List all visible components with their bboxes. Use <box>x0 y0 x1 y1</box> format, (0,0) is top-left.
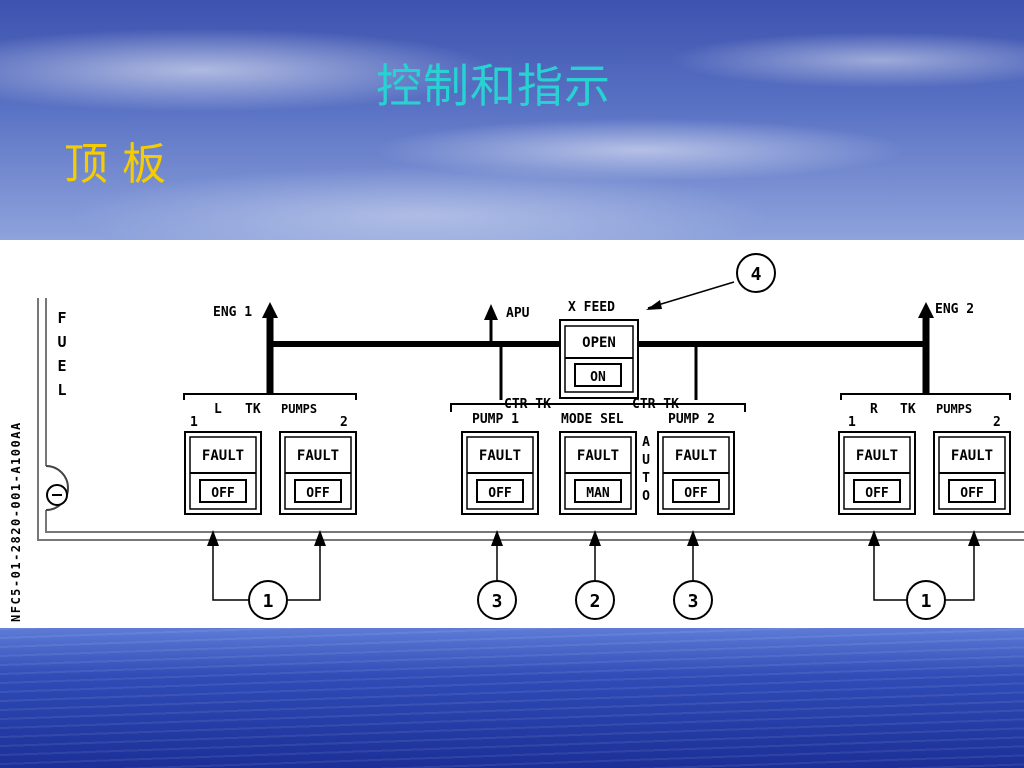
sky-background <box>0 0 1024 240</box>
fuel-letter-e: E <box>57 357 66 375</box>
callout-1-left-leaders <box>212 546 321 601</box>
r-pump-1-number: 1 <box>848 415 856 430</box>
callout-4-arrow-icon <box>646 300 662 310</box>
callout-1-right-leaders <box>873 546 975 601</box>
eng1-label: ENG 1 <box>213 305 252 320</box>
off-legend: OFF <box>488 486 512 501</box>
ctr-tk-pump-1-button[interactable]: FAULT OFF <box>461 431 539 515</box>
apu-label: APU <box>506 306 530 321</box>
pump2-label: PUMP 2 <box>668 412 715 427</box>
r-pump-2-number: 2 <box>993 415 1001 430</box>
r-tk-pumps-bracket <box>840 393 1011 400</box>
callout-1-right-label: 1 <box>921 591 932 612</box>
xfeed-label: X FEED <box>568 300 615 315</box>
fuel-panel-svg: NFC5-01-2820-001-A100AA F U E L ENG 1 EN… <box>9 253 1024 622</box>
panel-frame-curve <box>45 465 69 511</box>
callout-1-left: 1 <box>248 580 288 620</box>
callout-1-right: 1 <box>906 580 946 620</box>
sea-background <box>0 628 1024 768</box>
l-tk-tk-label: TK <box>245 402 261 417</box>
slide-subtitle: 顶 板 <box>64 139 166 190</box>
off-legend: OFF <box>865 486 889 501</box>
auto-letter-u: U <box>642 453 650 468</box>
l-pump-1-number: 1 <box>190 415 198 430</box>
callout-4 <box>736 253 776 293</box>
r-tk-pump-1-button[interactable]: FAULT OFF <box>838 431 916 515</box>
fuel-panel-diagram: NFC5-01-2820-001-A100AA F U E L ENG 1 EN… <box>0 240 1024 628</box>
fault-legend: FAULT <box>856 448 898 464</box>
man-legend: MAN <box>586 486 610 501</box>
callout-arrows <box>207 530 980 546</box>
eng2-arrow-icon <box>918 302 934 318</box>
off-legend: OFF <box>960 486 984 501</box>
callout-2-label: 2 <box>590 591 601 612</box>
callout-3-right-label: 3 <box>688 591 699 612</box>
ctr-tk-left-label: CTR TK <box>504 397 551 412</box>
r-tk-pumps-label: PUMPS <box>936 402 972 416</box>
fuel-letter-l: L <box>57 381 66 399</box>
l-tk-pump-2-button[interactable]: FAULT OFF <box>279 431 357 515</box>
auto-letter-a: A <box>642 435 650 450</box>
xfeed-button[interactable]: OPEN ON <box>559 319 639 399</box>
ctr-tk-bracket <box>450 403 746 412</box>
ctr-tk-right-label: CTR TK <box>632 397 679 412</box>
off-legend: OFF <box>306 486 330 501</box>
callout-3-right: 3 <box>673 580 713 620</box>
fault-legend: FAULT <box>951 448 993 464</box>
xfeed-open-legend: OPEN <box>582 335 616 351</box>
l-tk-pump-1-button[interactable]: FAULT OFF <box>184 431 262 515</box>
callout-3-left-label: 3 <box>492 591 503 612</box>
ctr-tk-pump-2-button[interactable]: FAULT OFF <box>657 431 735 515</box>
fuel-letter-f: F <box>57 309 66 327</box>
l-pump-2-number: 2 <box>340 415 348 430</box>
r-tk-tk-label: TK <box>900 402 916 417</box>
fault-legend: FAULT <box>479 448 521 464</box>
pump1-label: PUMP 1 <box>472 412 519 427</box>
l-tk-pumps-bracket <box>183 393 357 400</box>
r-tk-label: R <box>870 402 878 417</box>
slide-title: 控制和指示 <box>376 59 611 113</box>
auto-letter-o: O <box>642 489 650 504</box>
off-legend: OFF <box>684 486 708 501</box>
eng1-arrow-icon <box>262 302 278 318</box>
callout-1-left-label: 1 <box>263 591 274 612</box>
fuel-letter-u: U <box>57 333 66 351</box>
callout-4-label: 4 <box>751 264 762 285</box>
l-tk-pumps-label: PUMPS <box>281 402 317 416</box>
fault-legend: FAULT <box>202 448 244 464</box>
mode-sel-label: MODE SEL <box>561 412 624 427</box>
ctr-tk-mode-sel-button[interactable]: FAULT MAN <box>559 431 637 515</box>
callout-2: 2 <box>575 580 615 620</box>
apu-arrow-icon <box>484 304 498 320</box>
l-tk-label: L <box>214 402 222 417</box>
callout-4-leader <box>647 281 735 309</box>
doc-code: NFC5-01-2820-001-A100AA <box>9 421 23 622</box>
r-tk-pump-2-button[interactable]: FAULT OFF <box>933 431 1011 515</box>
auto-letter-t: T <box>642 471 650 486</box>
fault-legend: FAULT <box>675 448 717 464</box>
fault-legend: FAULT <box>577 448 619 464</box>
callout-3-left: 3 <box>477 580 517 620</box>
off-legend: OFF <box>211 486 235 501</box>
fault-legend: FAULT <box>297 448 339 464</box>
panel-frame-inner <box>45 298 1024 533</box>
xfeed-on-legend: ON <box>590 370 606 385</box>
eng2-label: ENG 2 <box>935 302 974 317</box>
